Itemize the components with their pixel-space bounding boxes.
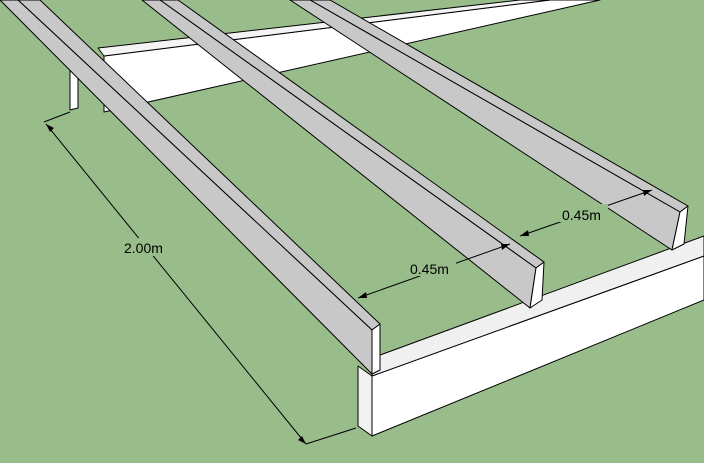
joist-2 (141, 0, 545, 309)
dimension-spacing-front-arrow-left (358, 292, 367, 298)
dimension-spacing-front-label: 0.45m (410, 261, 449, 277)
dimension-spacing-back: 0.45m (519, 189, 653, 237)
joist-3 (289, 0, 689, 251)
joist-3-end-face (671, 205, 689, 251)
dimension-spacing-back-arrow-right (643, 190, 652, 196)
dimension-length: 2.00m (43, 111, 357, 445)
dimension-length-extension-bottom (305, 427, 357, 445)
joist-1-end-face (371, 323, 381, 375)
dimension-spacing-back-label: 0.45m (562, 207, 601, 223)
dimension-length-extension-top (43, 111, 71, 123)
dimension-length-line (45, 123, 307, 445)
dimension-spacing-front-arrow-right (501, 244, 510, 250)
dimension-length-label-bg (122, 238, 170, 256)
dimension-length-label: 2.00m (124, 240, 163, 256)
front-bearer-end-face (357, 365, 373, 437)
joist-2-end-face (529, 261, 545, 309)
dimension-length-arrow-bottom (298, 436, 306, 444)
front-bearer (357, 235, 704, 437)
joist-1 (0, 0, 381, 375)
dimension-length-arrow-top (46, 124, 54, 132)
dimension-spacing-front: 0.45m (357, 243, 511, 299)
dimension-spacing-back-arrow-left (520, 230, 529, 236)
dimension-spacing-back-label-bg (558, 204, 608, 222)
dimension-spacing-front-label-bg (406, 258, 456, 276)
